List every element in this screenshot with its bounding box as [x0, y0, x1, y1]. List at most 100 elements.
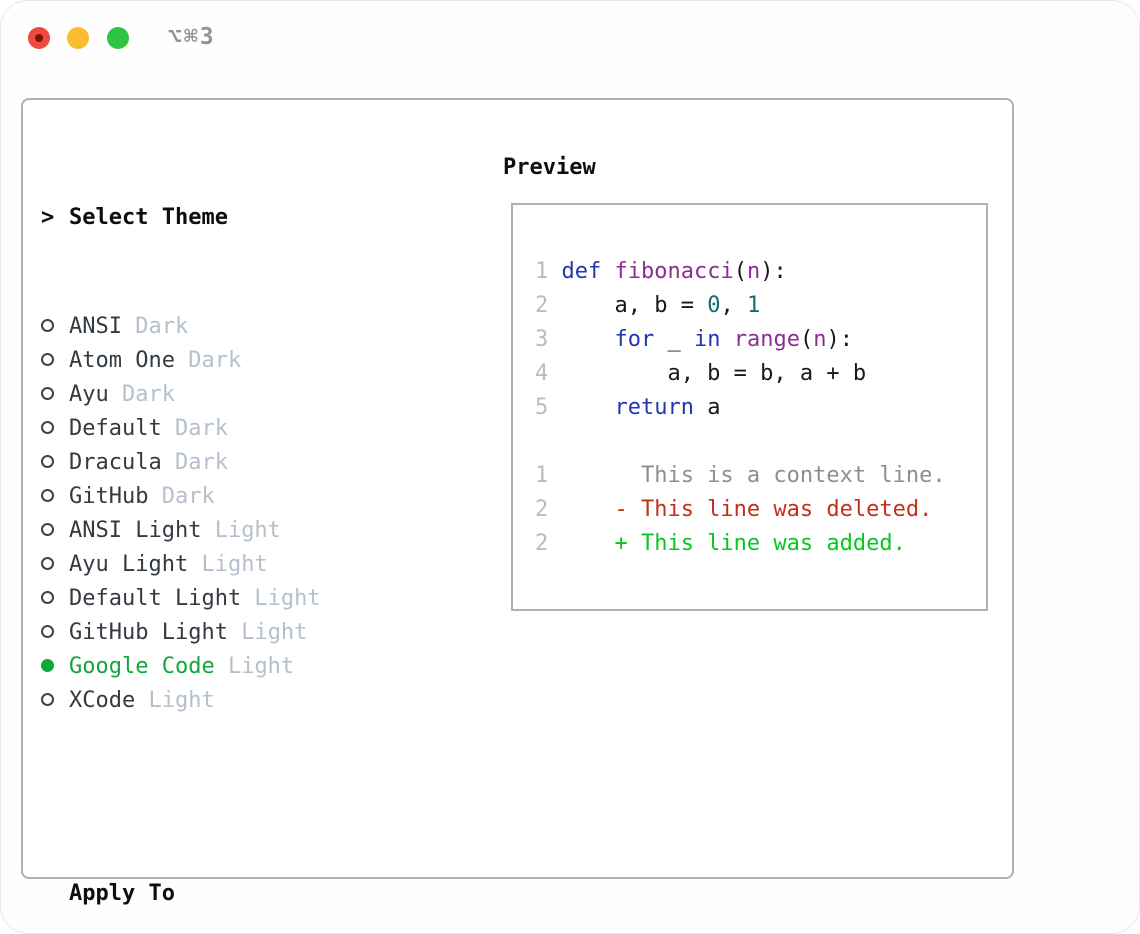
line-number: 4 [535, 361, 549, 386]
code-token: 1 [746, 293, 761, 318]
select-theme-label: Select Theme [69, 205, 228, 230]
theme-item-label: XCode [69, 688, 136, 713]
theme-item-label: Dracula [69, 450, 162, 475]
code-token [561, 395, 614, 420]
theme-item-github-light[interactable]: GitHub Light Light [41, 616, 491, 650]
theme-item-xcode[interactable]: XCode Light [41, 684, 491, 718]
theme-item-label: ANSI [69, 314, 122, 339]
preview-line: 3 for _ in range(n): [535, 323, 986, 357]
code-token: for [614, 327, 655, 352]
apply-to-label: Apply To [69, 881, 175, 906]
line-number: 2 [535, 497, 549, 522]
preview-line: 2 a, b = 0, 1 [535, 289, 986, 323]
code-token: + This line was added. [614, 531, 906, 556]
select-theme-header: > Select Theme [41, 201, 491, 235]
theme-item-github[interactable]: GitHub Dark [41, 480, 491, 514]
theme-item-label: GitHub Light [69, 620, 228, 645]
code-token: n [746, 259, 761, 284]
record-dot-icon [35, 34, 43, 42]
theme-variant-label: Light [227, 620, 308, 645]
line-number: 3 [535, 327, 549, 352]
radio-unselected-icon [41, 523, 54, 536]
code-token: - This line was deleted. [614, 497, 933, 522]
radio-unselected-icon [41, 557, 54, 570]
theme-item-ansi[interactable]: ANSI Dark [41, 310, 491, 344]
code-token: ): [760, 259, 787, 284]
titlebar: ⌥⌘3 [1, 1, 1139, 77]
zoom-button[interactable] [107, 27, 129, 49]
theme-variant-label: Light [241, 586, 321, 611]
theme-item-label: Ayu [69, 382, 109, 407]
apply-to-header: Apply To [41, 877, 491, 911]
preview-line: 4 a, b = b, a + b [535, 357, 986, 391]
code-token [720, 327, 733, 352]
line-number: 2 [535, 293, 549, 318]
theme-item-ansi-light[interactable]: ANSI Light Light [41, 514, 491, 548]
radio-unselected-icon [41, 625, 54, 638]
theme-variant-label: Light [201, 518, 281, 543]
code-token [561, 531, 614, 556]
preview-line: 1 This is a context line. [535, 459, 986, 493]
preview-line: 2 - This line was deleted. [535, 493, 986, 527]
theme-item-atom-one[interactable]: Atom One Dark [41, 344, 491, 378]
selection-caret-icon: > [41, 205, 55, 230]
theme-item-default-light[interactable]: Default Light Light [41, 582, 491, 616]
theme-variant-label: Dark [108, 382, 175, 407]
code-token: n [813, 327, 827, 352]
radio-unselected-icon [41, 421, 54, 434]
spacer [41, 793, 491, 827]
preview-line: 5 return a [535, 391, 986, 425]
code-token: a [693, 395, 721, 420]
theme-variant-label: Dark [121, 314, 189, 339]
radio-unselected-icon [41, 591, 54, 604]
theme-item-label: Atom One [69, 348, 175, 373]
code-token: fibonacci [614, 259, 734, 284]
theme-item-label: GitHub [69, 484, 149, 509]
preview-line [535, 425, 986, 459]
preview-line: 1 def fibonacci(n): [535, 255, 986, 289]
code-token: def [561, 259, 602, 284]
code-token: _ [654, 327, 694, 352]
theme-variant-label: Dark [174, 348, 242, 373]
radio-selected-icon [41, 659, 54, 672]
radio-unselected-icon [41, 353, 54, 366]
code-token [561, 327, 614, 352]
theme-item-label: Default [69, 416, 162, 441]
theme-variant-label: Light [214, 654, 295, 679]
line-number: 1 [535, 259, 549, 284]
minimize-button[interactable] [67, 27, 89, 49]
code-token [561, 497, 614, 522]
code-token: 0 [707, 293, 721, 318]
theme-item-dracula[interactable]: Dracula Dark [41, 446, 491, 480]
code-token: a, b = b, a + b [561, 361, 867, 386]
radio-unselected-icon [41, 319, 54, 332]
code-token [601, 259, 614, 284]
theme-variant-label: Dark [161, 416, 228, 441]
code-token: ( [733, 259, 747, 284]
radio-unselected-icon [41, 489, 54, 502]
theme-item-label: Ayu Light [69, 552, 189, 577]
radio-unselected-icon [41, 387, 54, 400]
close-button[interactable] [28, 27, 50, 49]
code-token: in [693, 327, 721, 352]
theme-variant-label: Dark [148, 484, 215, 509]
code-token: This is a context line. [561, 463, 946, 488]
theme-item-label: Google Code [69, 654, 215, 679]
theme-item-ayu-light[interactable]: Ayu Light Light [41, 548, 491, 582]
preview-line: 2 + This line was added. [535, 527, 986, 561]
code-token: ( [799, 327, 814, 352]
theme-item-google-code[interactable]: Google Code Light [41, 650, 491, 684]
theme-item-label: ANSI Light [69, 518, 202, 543]
radio-unselected-icon [41, 693, 54, 706]
line-number: 2 [535, 531, 549, 556]
code-token: return [614, 395, 694, 420]
theme-item-default[interactable]: Default Dark [41, 412, 491, 446]
radio-unselected-icon [41, 455, 54, 468]
theme-variant-label: Light [135, 688, 215, 713]
theme-item-ayu[interactable]: Ayu Dark [41, 378, 491, 412]
preview-title: Preview [503, 155, 596, 180]
